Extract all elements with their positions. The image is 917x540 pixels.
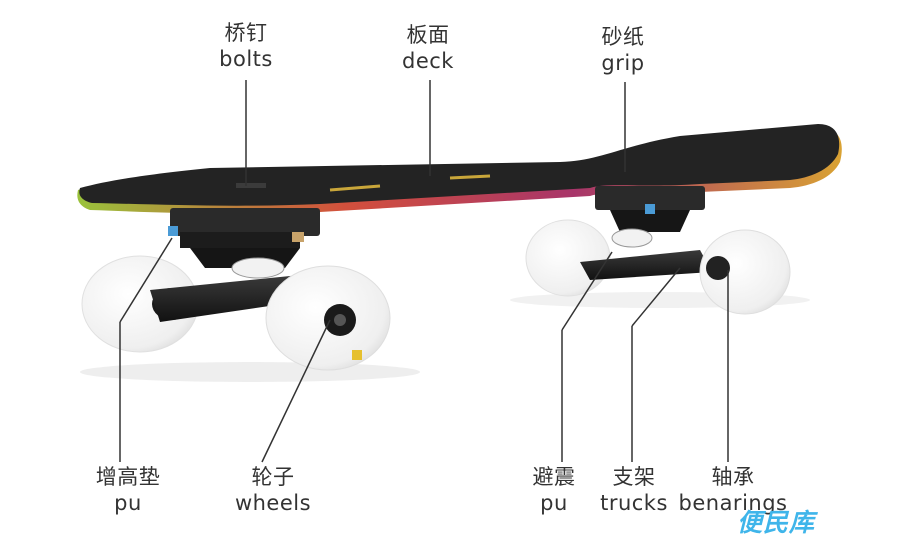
leader-lines [119, 80, 729, 463]
leader-riser-diag [119, 237, 173, 323]
bolt-spot [236, 183, 266, 188]
front-left-wheel [525, 219, 611, 297]
label-bearings: 轴承 benarings [678, 465, 788, 515]
shadow-rear [80, 362, 420, 382]
rear-truck [150, 208, 320, 322]
leader-wheels [261, 319, 331, 463]
label-trucks: 支架 trucks [600, 465, 668, 515]
label-deck: 板面 deck [402, 23, 454, 73]
deck-grip [79, 124, 840, 206]
label-bolts: 桥钉 bolts [219, 21, 273, 71]
watermark-logo: 便民库 [737, 508, 816, 537]
front-truck [580, 186, 712, 280]
label-grip: 砂纸 grip [601, 25, 645, 75]
label-riser: 增高垫 pu [95, 465, 161, 515]
leader-bushing-diag [561, 251, 613, 331]
label-bushing: 避震 pu [532, 465, 576, 515]
front-right-wheel [699, 229, 791, 315]
deck-graphic [329, 174, 491, 192]
leader-trucks-diag [631, 267, 681, 327]
label-wheels: 轮子 wheels [234, 465, 312, 515]
rear-right-wheel [265, 265, 391, 371]
